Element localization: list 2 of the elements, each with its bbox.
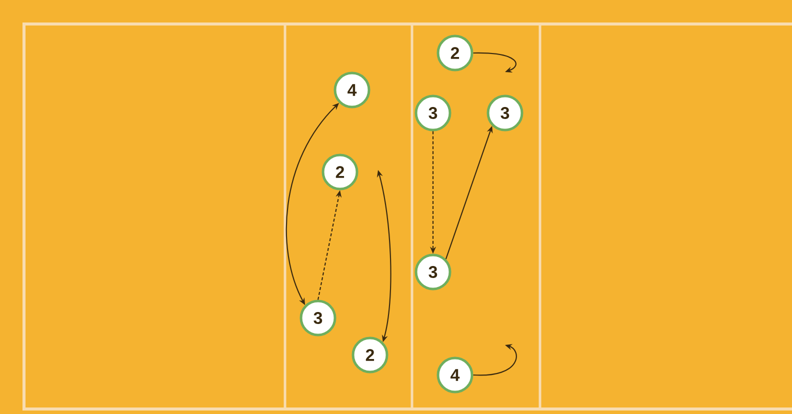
arrow bbox=[473, 52, 516, 73]
arrow bbox=[473, 344, 517, 376]
